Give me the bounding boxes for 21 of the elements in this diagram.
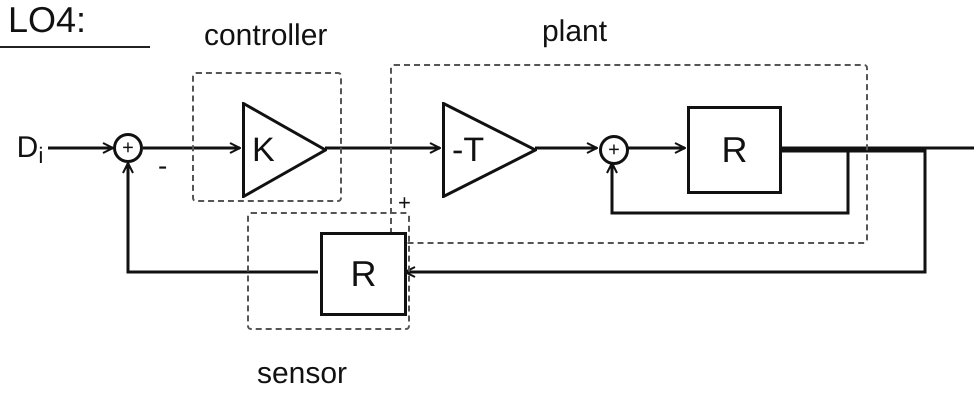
- signal-arrow: [48, 142, 114, 154]
- title: LO4:: [0, 0, 150, 48]
- signal-arrow: [325, 142, 441, 154]
- gain-label: -T: [452, 130, 484, 170]
- signal-arrow: [122, 162, 318, 274]
- group-heading: controller: [204, 18, 328, 54]
- gain-triangle: [242, 102, 327, 198]
- summing-junction: +: [599, 135, 629, 165]
- signal-arrow: [627, 142, 686, 154]
- transfer-block: R: [687, 106, 782, 194]
- input-signal-label: D$_{i}$: [12, 130, 48, 166]
- sign-label: -: [158, 152, 168, 180]
- group-heading: sensor: [257, 356, 348, 392]
- gain-triangle: [442, 102, 537, 198]
- signal-arrow: [535, 142, 598, 154]
- sign-label: +: [398, 192, 411, 214]
- summing-junction: +: [113, 133, 143, 163]
- transfer-block: R: [320, 232, 407, 316]
- signal-arrow: [143, 142, 241, 154]
- gain-label: K: [252, 130, 275, 170]
- group-heading: plant: [542, 14, 608, 50]
